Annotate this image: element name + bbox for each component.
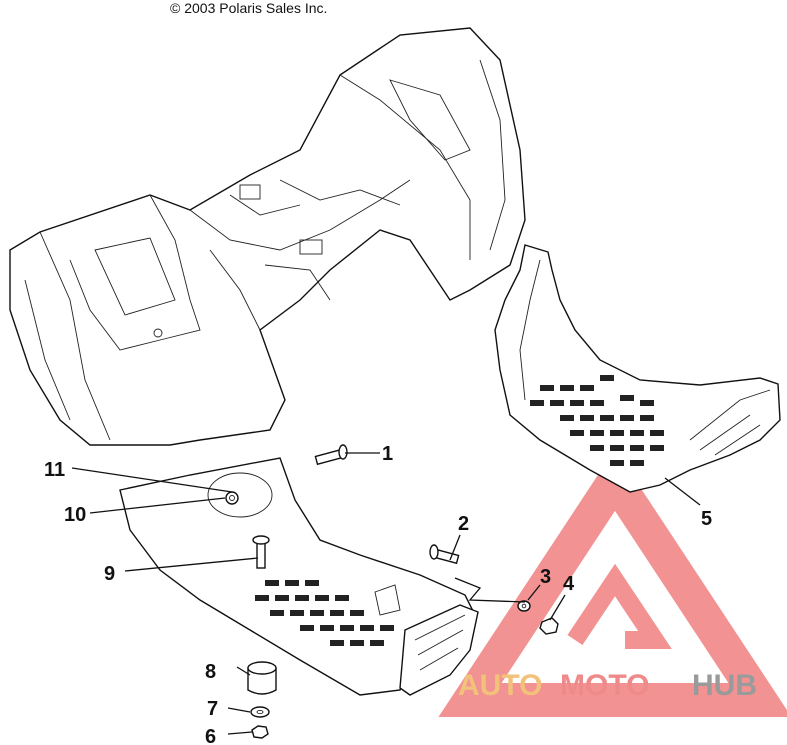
washer-3 [517,600,531,612]
right-footwell-grate [530,375,664,466]
callout-11: 11 [44,459,65,481]
callout-7: 7 [207,698,218,720]
bolt-1 [314,444,348,466]
right-footwell [494,244,781,493]
callout-4: 4 [563,573,575,595]
watermark-auto: AUTO [458,669,542,702]
callout-5: 5 [701,508,712,530]
left-footwell [119,457,479,696]
callout-9: 9 [104,563,115,585]
callout-10: 10 [64,504,86,526]
callout-6: 6 [205,726,216,745]
watermark-moto: MOTO [560,669,649,702]
copyright-text: © 2003 Polaris Sales Inc. [170,0,328,16]
bolt-9 [252,535,270,569]
callout-3: 3 [540,566,551,588]
bumper-8 [247,661,277,695]
callout-1: 1 [382,443,393,465]
callout-2: 2 [458,513,469,535]
nut-6 [251,725,269,739]
bolt-2 [429,544,460,565]
watermark-hub: HUB [692,669,757,702]
rear-fender-body [9,27,526,446]
left-footwell-grate [255,580,394,646]
watermark-logo-icon [438,449,787,717]
leader-lines [71,452,701,735]
washer-7 [250,706,270,718]
watermark-text: AUTO MOTO HUB [458,669,757,702]
nut-4 [539,617,559,635]
callout-8: 8 [205,661,216,683]
